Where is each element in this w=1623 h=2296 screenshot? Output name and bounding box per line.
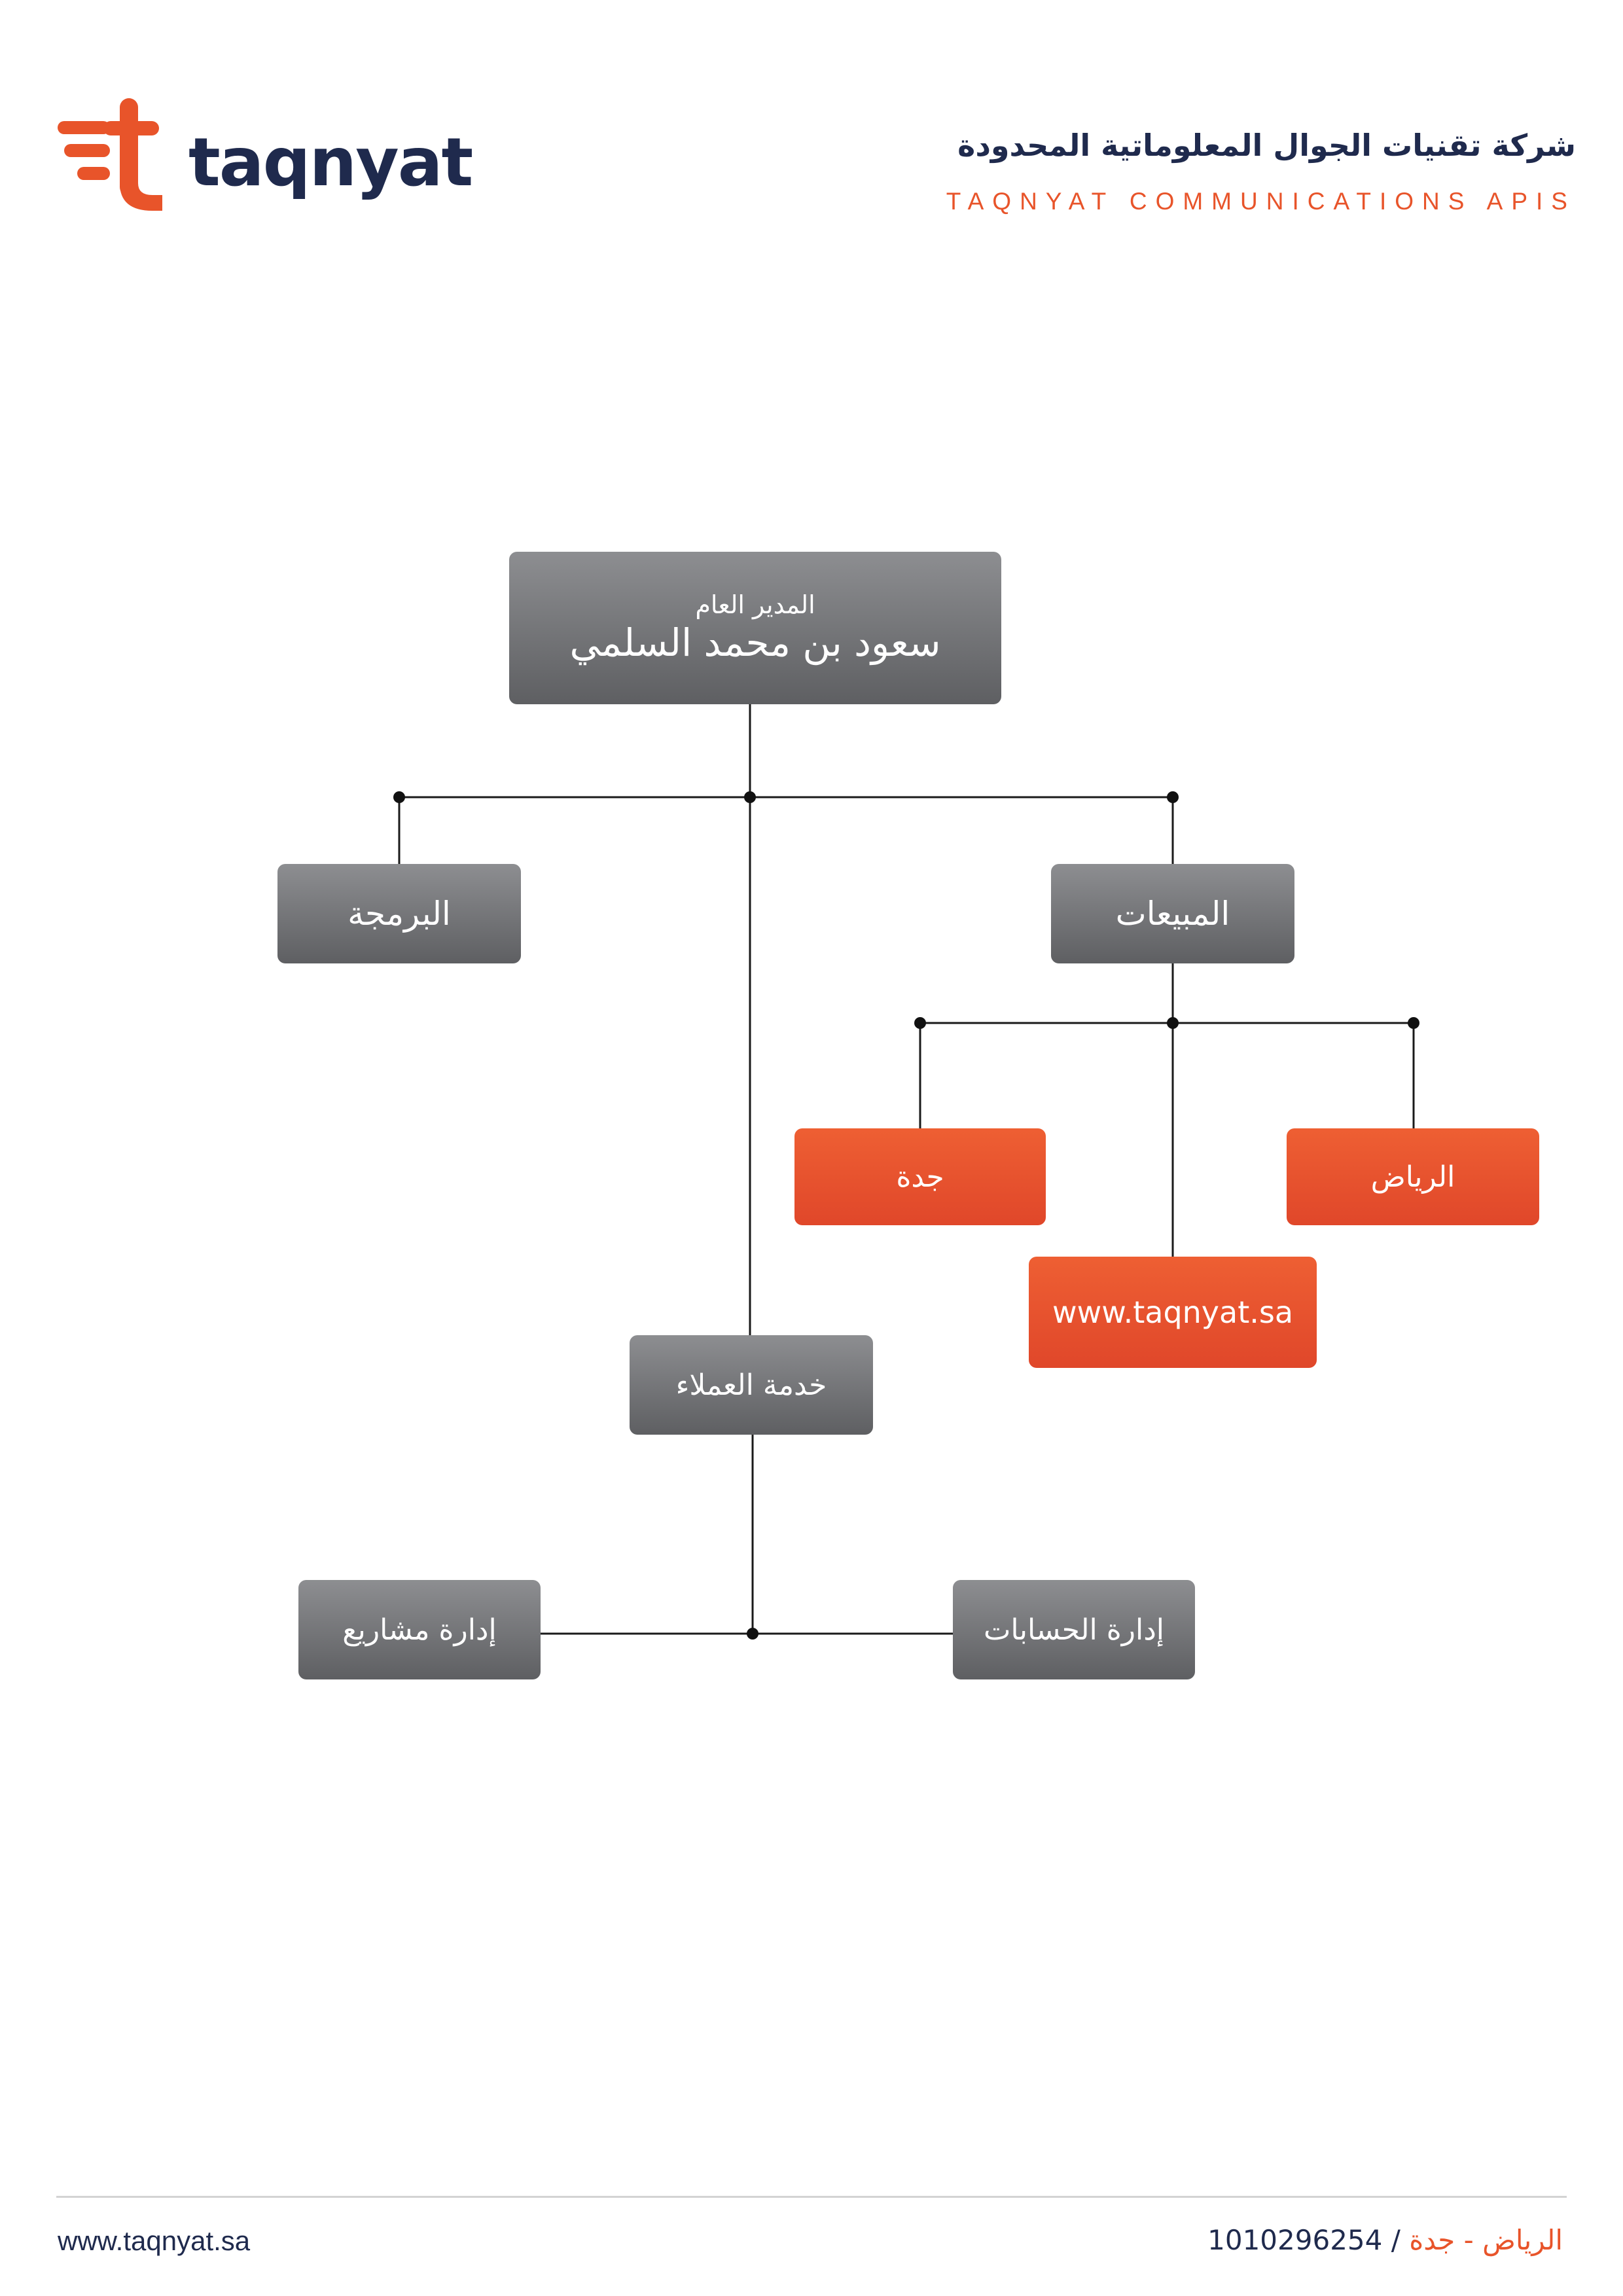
footer-website-link[interactable]: www.taqnyat.sa xyxy=(58,2225,251,2256)
footer-separator: / xyxy=(1382,2224,1410,2256)
project-management-label: إدارة مشاريع xyxy=(342,1613,497,1647)
box-website[interactable]: www.taqnyat.sa xyxy=(1029,1257,1317,1368)
general-manager-title: المدير العام xyxy=(695,590,815,619)
node-dot xyxy=(914,1017,926,1029)
node-dot xyxy=(393,791,405,803)
customer-service-label: خدمة العملاء xyxy=(675,1368,827,1402)
box-general-manager: المدير العام سعود بن محمد السلمي xyxy=(509,552,1001,704)
footer-cities: الرياض - جدة xyxy=(1409,2224,1563,2256)
box-customer-service: خدمة العملاء xyxy=(630,1335,873,1435)
logo-mark-icon xyxy=(58,98,162,211)
sales-label: المبيعات xyxy=(1115,895,1230,933)
footer-registration: 1010296254 / الرياض - جدة xyxy=(1207,2224,1563,2256)
node-dot xyxy=(747,1628,758,1640)
registration-number: 1010296254 xyxy=(1207,2224,1383,2256)
box-programming: البرمجة xyxy=(277,864,521,963)
programming-label: البرمجة xyxy=(348,895,451,933)
footer-divider xyxy=(56,2196,1567,2198)
node-dot xyxy=(1408,1017,1419,1029)
box-jeddah: جدة xyxy=(794,1128,1046,1225)
node-dot xyxy=(1167,1017,1179,1029)
general-manager-name: سعود بن محمد السلمي xyxy=(569,620,941,665)
box-project-management: إدارة مشاريع xyxy=(298,1580,541,1679)
company-name-english: TAQNYAT COMMUNICATIONS APIS xyxy=(946,188,1576,215)
node-dot xyxy=(1167,791,1179,803)
riyadh-label: الرياض xyxy=(1370,1160,1455,1194)
accounts-management-label: إدارة الحسابات xyxy=(983,1613,1165,1647)
box-riyadh: الرياض xyxy=(1287,1128,1539,1225)
website-link[interactable]: www.taqnyat.sa xyxy=(1052,1295,1294,1330)
logo-text: taqnyat xyxy=(188,124,473,202)
company-name-arabic: شركة تقنيات الجوال المعلوماتية المحدودة xyxy=(957,128,1576,163)
node-dot xyxy=(744,791,756,803)
taqnyat-logo: taqnyat xyxy=(58,92,473,223)
box-accounts-management: إدارة الحسابات xyxy=(953,1580,1195,1679)
box-sales: المبيعات xyxy=(1051,864,1294,963)
jeddah-label: جدة xyxy=(896,1160,944,1194)
